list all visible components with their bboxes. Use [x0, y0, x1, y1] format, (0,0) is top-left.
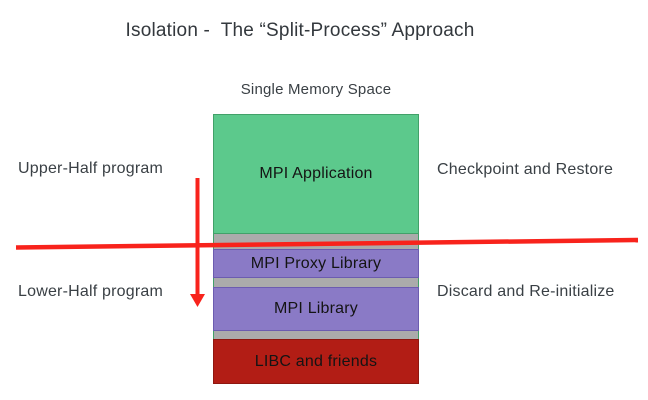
- flow-arrow-head-icon: [190, 294, 205, 307]
- memory-stack: MPI Application MPI Proxy Library MPI Li…: [213, 114, 419, 384]
- stack-box-mpi-library: MPI Library: [213, 287, 419, 331]
- stack-box-label: MPI Application: [259, 165, 373, 182]
- stack-box-label: LIBC and friends: [254, 352, 378, 370]
- stack-box-label: MPI Proxy Library: [250, 254, 382, 272]
- lower-half-label: Lower-Half program: [18, 283, 163, 300]
- checkpoint-restore-label: Checkpoint and Restore: [437, 161, 614, 178]
- stack-box-libc: LIBC and friends: [213, 339, 419, 384]
- memory-space-label: Single Memory Space: [240, 81, 392, 98]
- upper-half-label: Upper-Half program: [18, 160, 163, 177]
- stack-box-mpi-proxy-library: MPI Proxy Library: [213, 249, 419, 278]
- stack-box-mpi-application: MPI Application: [213, 114, 419, 234]
- stack-box-label: MPI Library: [274, 300, 358, 317]
- slide-title: Isolation - The “Split-Process” Approach: [125, 20, 475, 41]
- discard-reinitialize-label: Discard and Re-initialize: [437, 283, 615, 300]
